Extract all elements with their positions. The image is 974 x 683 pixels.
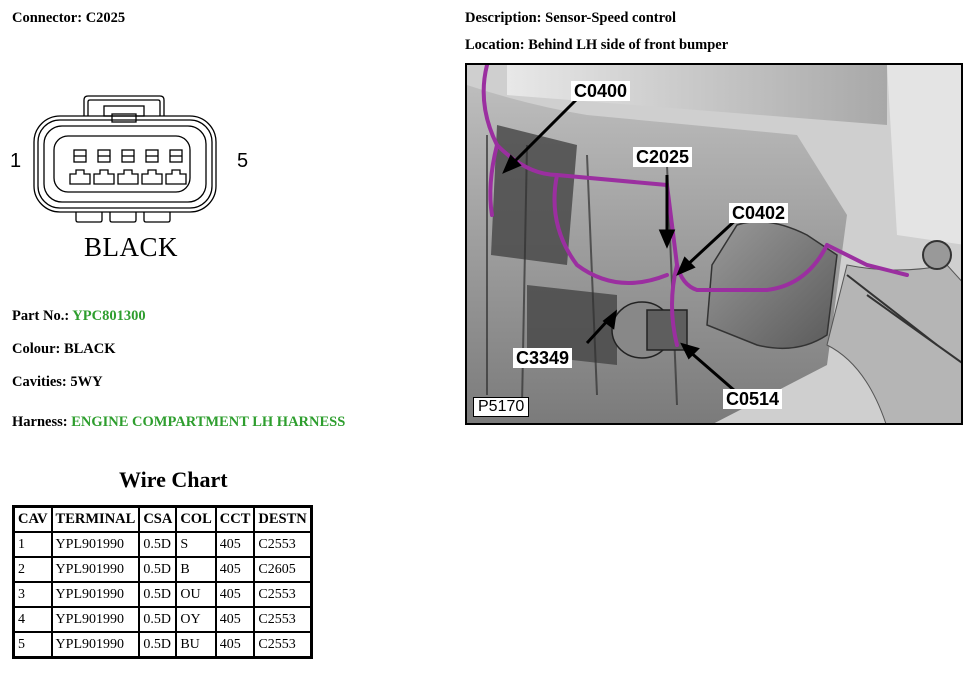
cell-cav: 5 — [12, 631, 53, 659]
connector-heading: Connector: C2025 — [12, 10, 125, 27]
cell-cav: 4 — [12, 606, 53, 633]
cell-destn: C2553 — [253, 581, 313, 608]
header-csa: CSA — [138, 505, 178, 533]
location-illustration: C0400 C2025 C0402 C3349 C0514 P5170 — [465, 63, 963, 425]
cell-cct: 405 — [214, 631, 256, 659]
cell-cct: 405 — [214, 581, 256, 608]
cell-terminal: YPL901990 — [50, 531, 141, 558]
cell-cct: 405 — [214, 556, 256, 583]
cell-cav: 1 — [12, 531, 53, 558]
header-destn: DESTN — [253, 505, 313, 533]
description-label: Description: — [465, 10, 542, 26]
vehicle-front-drawing — [467, 65, 961, 423]
colour-line: Colour: BLACK — [12, 341, 116, 358]
cell-csa: 0.5D — [138, 606, 178, 633]
harness-line: Harness: ENGINE COMPARTMENT LH HARNESS — [12, 414, 345, 431]
connector-id: C2025 — [85, 10, 126, 26]
cell-col: S — [175, 531, 217, 558]
callout-c0400: C0400 — [571, 81, 631, 101]
cell-col: BU — [175, 631, 217, 659]
location-label: Location: — [465, 37, 525, 53]
cell-csa: 0.5D — [138, 556, 178, 583]
harness-label: Harness: — [12, 414, 68, 430]
header-col: COL — [175, 505, 217, 533]
location-line: Location: Behind LH side of front bumper — [465, 37, 728, 54]
table-row: 4 YPL901990 0.5D OY 405 C2553 — [12, 606, 313, 633]
table-row: 3 YPL901990 0.5D OU 405 C2553 — [12, 581, 313, 608]
part-number-line: Part No.: YPC801300 — [12, 308, 146, 325]
header-terminal: TERMINAL — [50, 505, 141, 533]
part-number-value: YPC801300 — [72, 308, 146, 324]
connector-face-diagram — [33, 95, 217, 223]
figure-id: P5170 — [473, 397, 530, 417]
callout-c3349: C3349 — [513, 348, 573, 368]
cell-cav: 3 — [12, 581, 53, 608]
cell-destn: C2605 — [253, 556, 313, 583]
callout-c0514: C0514 — [723, 389, 783, 409]
cell-csa: 0.5D — [138, 531, 178, 558]
cell-cav: 2 — [12, 556, 53, 583]
wire-chart-title: Wire Chart — [119, 467, 228, 492]
cavities-value: 5WY — [70, 374, 103, 390]
cell-col: B — [175, 556, 217, 583]
location-value: Behind LH side of front bumper — [528, 37, 729, 53]
header-cav: CAV — [12, 505, 53, 533]
cell-destn: C2553 — [253, 631, 313, 659]
harness-value: ENGINE COMPARTMENT LH HARNESS — [71, 414, 346, 430]
pin-5-label: 5 — [237, 150, 249, 172]
colour-value: BLACK — [63, 341, 116, 357]
header-cct: CCT — [214, 505, 256, 533]
cell-csa: 0.5D — [138, 631, 178, 659]
cell-destn: C2553 — [253, 606, 313, 633]
cell-terminal: YPL901990 — [50, 631, 141, 659]
table-row: 1 YPL901990 0.5D S 405 C2553 — [12, 531, 313, 558]
cell-col: OU — [175, 581, 217, 608]
callout-c0402: C0402 — [729, 203, 789, 223]
cell-terminal: YPL901990 — [50, 556, 141, 583]
connector-label: Connector: — [12, 10, 83, 26]
cell-csa: 0.5D — [138, 581, 178, 608]
colour-label: Colour: — [12, 341, 61, 357]
table-header-row: CAV TERMINAL CSA COL CCT DESTN — [12, 505, 313, 533]
description-line: Description: Sensor-Speed control — [465, 10, 676, 27]
wire-chart-table: CAV TERMINAL CSA COL CCT DESTN 1 YPL9019… — [12, 505, 313, 659]
part-number-label: Part No.: — [12, 308, 70, 324]
cell-cct: 405 — [214, 606, 256, 633]
cavities-label: Cavities: — [12, 374, 67, 390]
pin-1-label: 1 — [10, 150, 22, 172]
cell-terminal: YPL901990 — [50, 606, 141, 633]
cavities-line: Cavities: 5WY — [12, 374, 103, 391]
cell-destn: C2553 — [253, 531, 313, 558]
connector-color-label: BLACK — [84, 232, 179, 262]
table-row: 5 YPL901990 0.5D BU 405 C2553 — [12, 631, 313, 659]
description-value: Sensor-Speed control — [545, 10, 677, 26]
cell-terminal: YPL901990 — [50, 581, 141, 608]
callout-c2025: C2025 — [633, 147, 693, 167]
cell-col: OY — [175, 606, 217, 633]
table-row: 2 YPL901990 0.5D B 405 C2605 — [12, 556, 313, 583]
cell-cct: 405 — [214, 531, 256, 558]
